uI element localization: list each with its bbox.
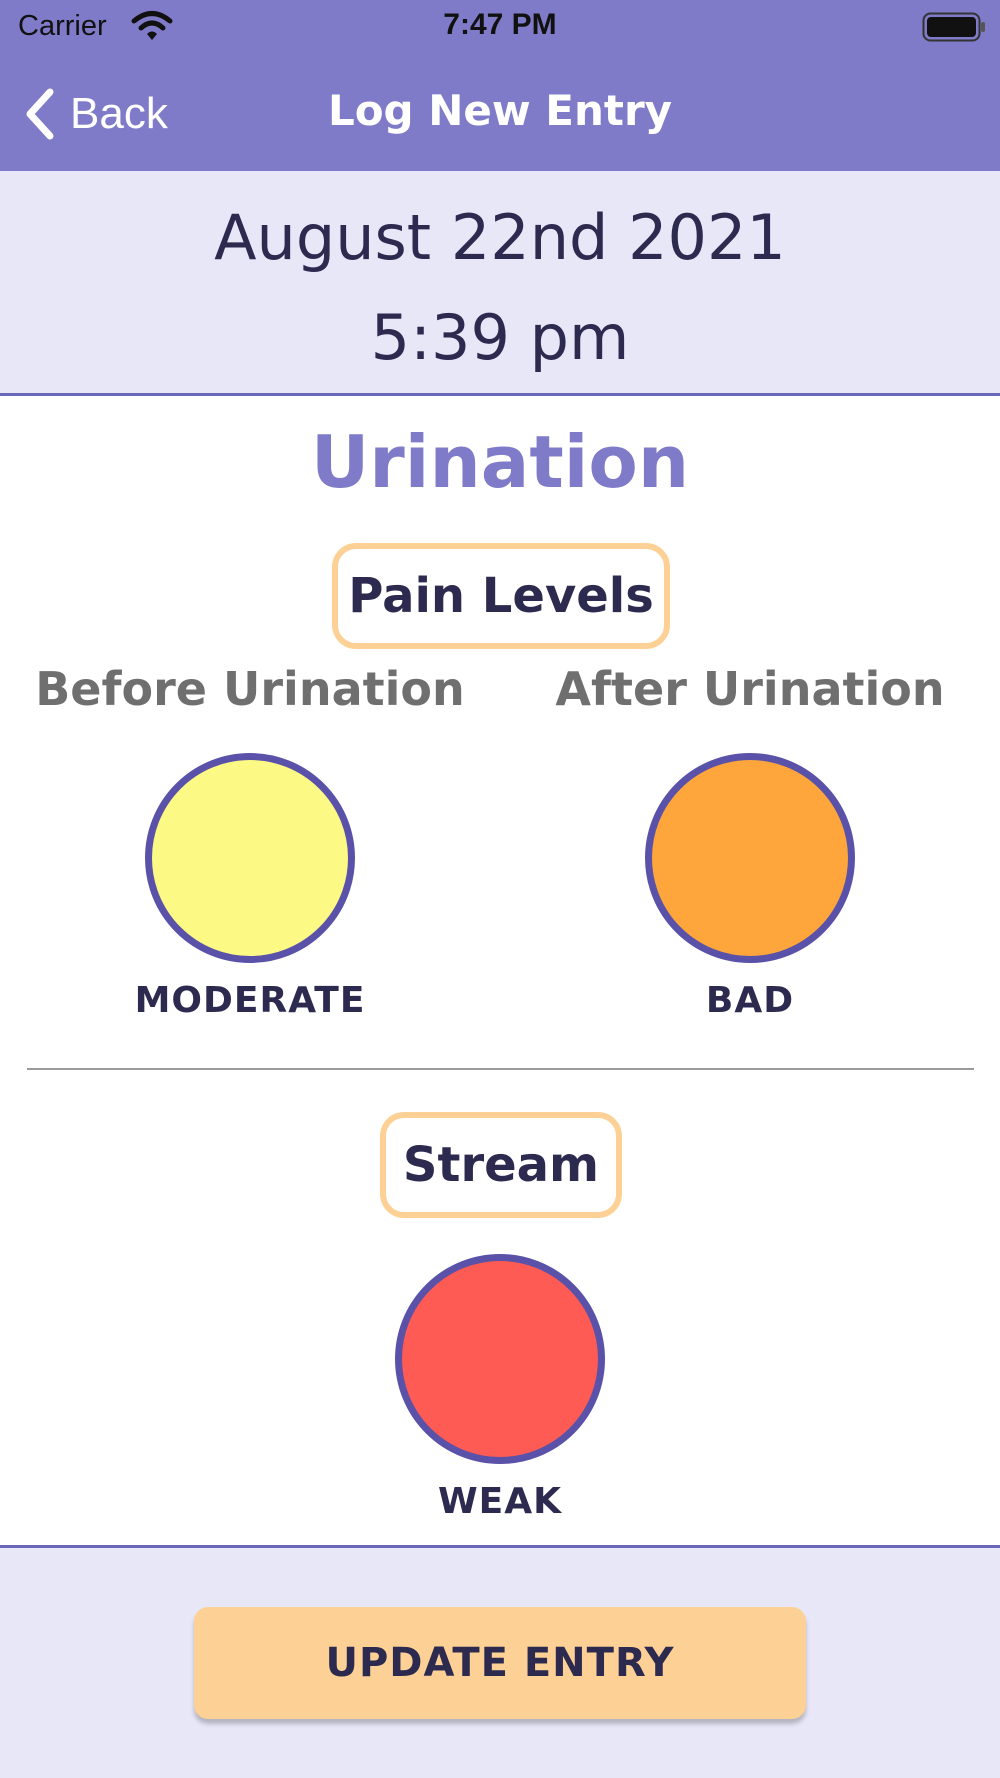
pain-after-value: BAD	[705, 980, 795, 1021]
after-urination-label: After Urination	[555, 662, 945, 716]
entry-time[interactable]: 5:39 pm	[370, 301, 630, 374]
pain-before-selector[interactable]	[145, 753, 355, 963]
page-title: Log New Entry	[327, 86, 673, 135]
stream-selector[interactable]	[395, 1254, 605, 1464]
entry-date[interactable]: August 22nd 2021	[214, 201, 786, 274]
update-entry-button[interactable]: UPDATE ENTRY	[194, 1607, 806, 1719]
battery-icon	[922, 12, 985, 42]
wifi-icon	[131, 11, 173, 40]
back-label: Back	[70, 89, 168, 138]
stream-heading: Stream	[380, 1112, 622, 1218]
pain-before-value: MODERATE	[134, 980, 366, 1021]
stream-value: WEAK	[437, 1481, 563, 1522]
chevron-left-icon	[26, 88, 54, 140]
pain-levels-heading: Pain Levels	[332, 543, 670, 649]
section-title: Urination	[310, 420, 690, 504]
status-carrier: Carrier	[18, 10, 107, 42]
back-button[interactable]: Back	[22, 84, 168, 144]
divider	[27, 1068, 974, 1070]
before-urination-label: Before Urination	[35, 662, 465, 716]
pain-after-selector[interactable]	[645, 753, 855, 963]
nav-header: Carrier 7:47 PM Back Log New Entry	[0, 0, 1000, 171]
entry-datetime-header: August 22nd 2021 5:39 pm	[0, 171, 1000, 396]
status-time: 7:47 PM	[443, 8, 557, 41]
